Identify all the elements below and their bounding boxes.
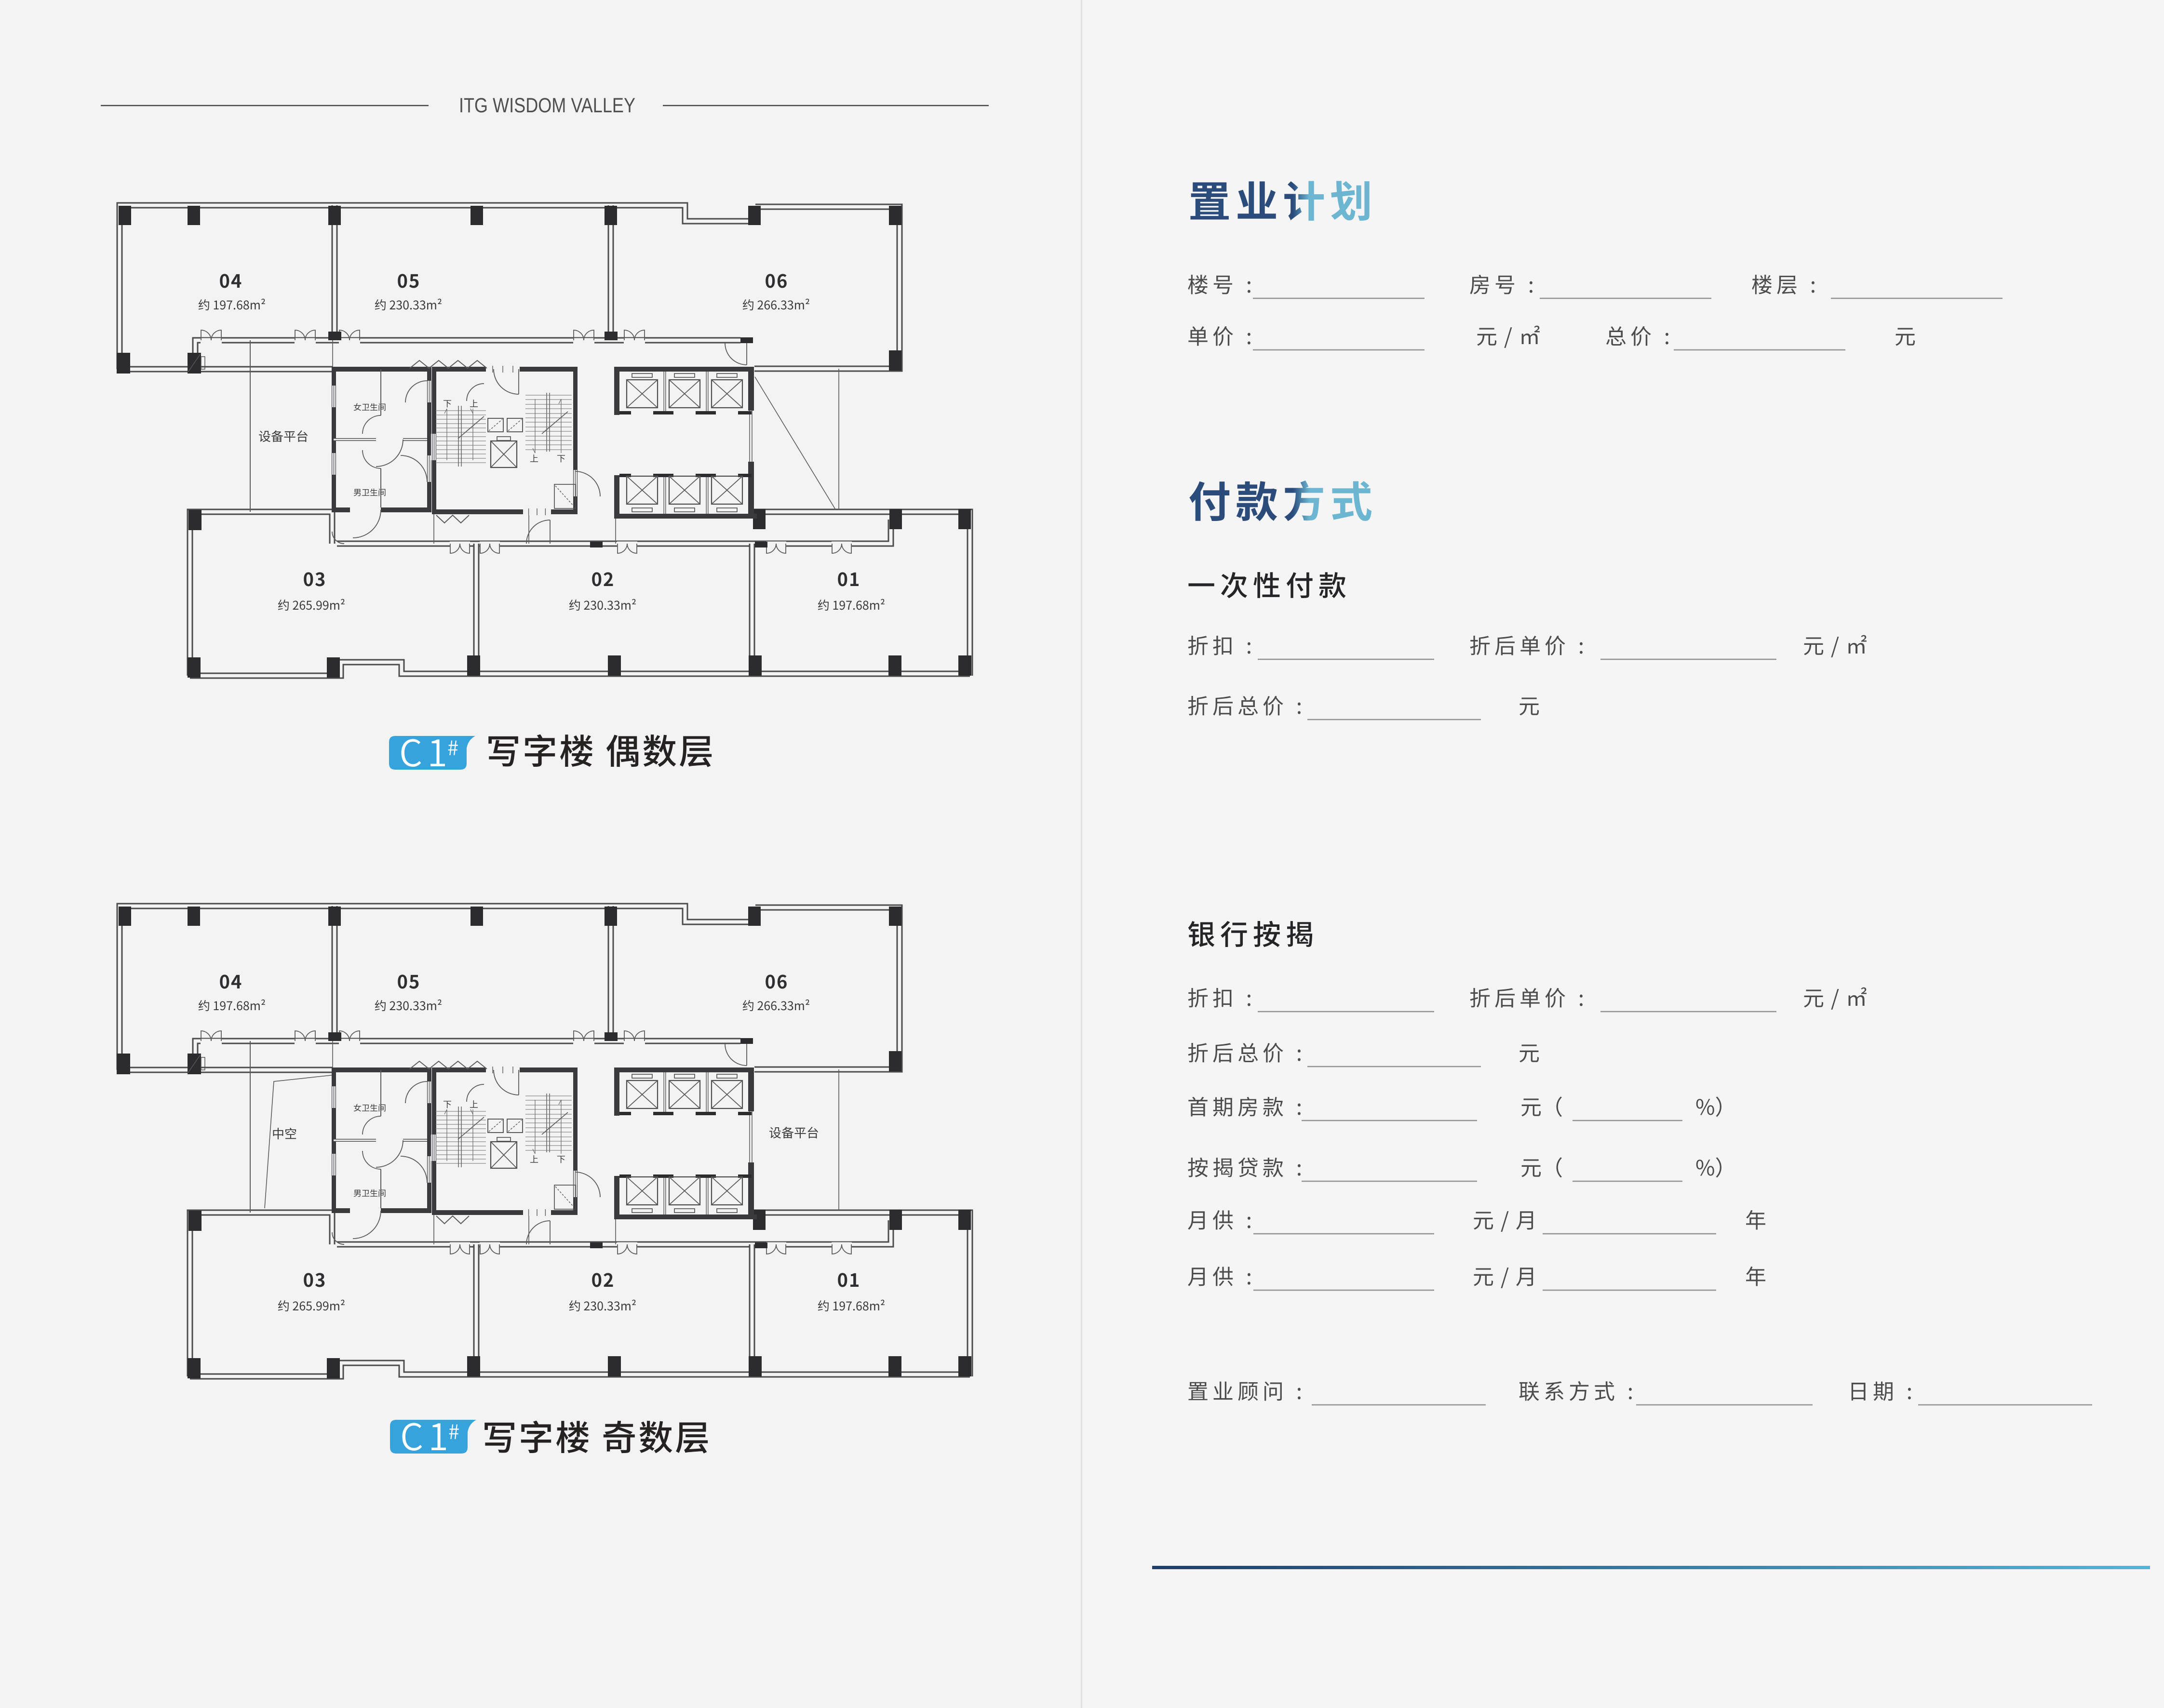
svg-text:ITG WISDOM VALLEY: ITG WISDOM VALLEY	[459, 94, 635, 117]
